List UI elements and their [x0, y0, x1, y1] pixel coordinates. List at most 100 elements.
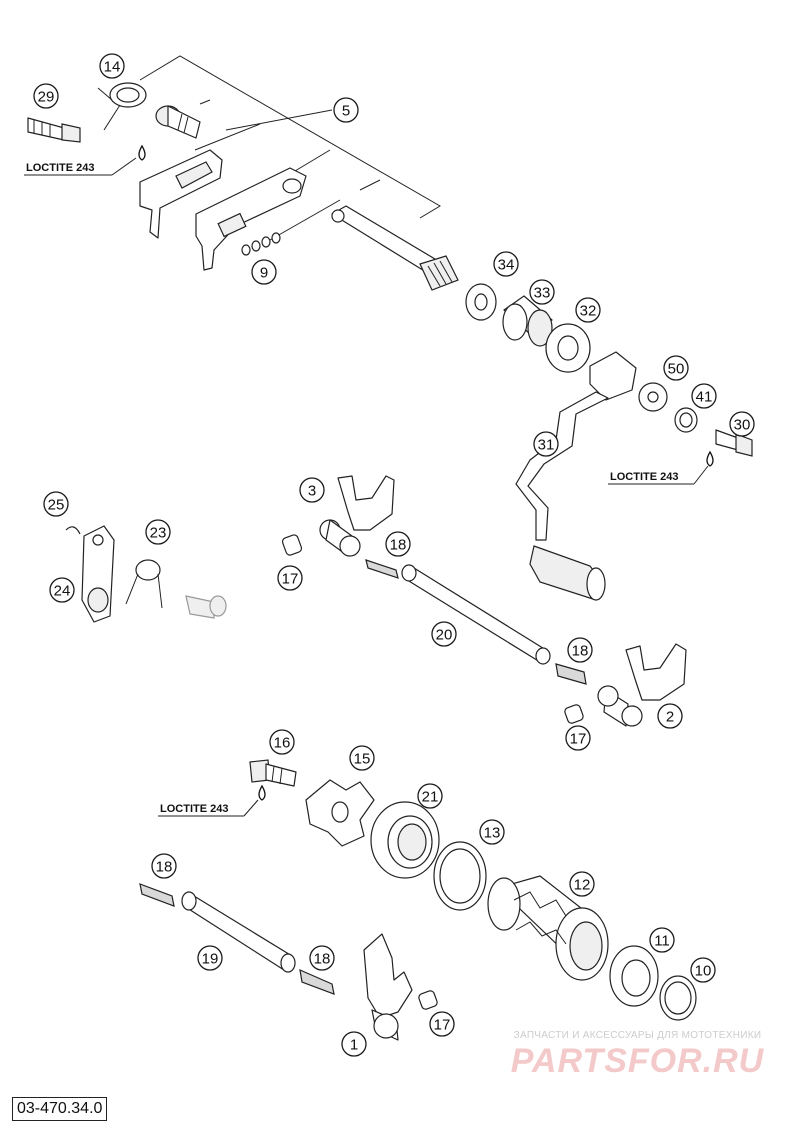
ball-bearing-21 — [370, 801, 440, 879]
torsion-spring-14 — [97, 82, 147, 131]
shift-lever-31 — [515, 351, 637, 601]
callout-31: 31 — [533, 431, 559, 457]
spring-23 — [125, 559, 163, 609]
oil-seal-32 — [545, 323, 591, 373]
watermark-tagline: ЗАПЧАСТИ И АКСЕССУАРЫ ДЛЯ МОТОТЕХНИКИ — [513, 1030, 762, 1041]
spring-18-a — [365, 559, 399, 579]
lock-washer-41 — [674, 407, 698, 433]
bolt-30 — [715, 429, 753, 457]
callout-number: 20 — [436, 627, 453, 644]
spring-18-c — [139, 883, 175, 907]
callout-29: 29 — [33, 83, 59, 109]
callout-number: 2 — [666, 709, 674, 726]
callout-9: 9 — [251, 259, 277, 285]
callout-number: 1 — [350, 1037, 358, 1054]
callout-15: 15 — [349, 745, 375, 771]
callout-5: 5 — [333, 97, 359, 123]
callout-number: 16 — [274, 735, 291, 752]
callout-18: 18 — [151, 853, 177, 879]
callout-number: 9 — [260, 265, 268, 282]
callout-30: 30 — [729, 411, 755, 437]
callout-number: 23 — [150, 525, 167, 542]
shift-drum-12 — [487, 875, 609, 981]
callout-number: 31 — [538, 437, 555, 454]
shift-fork-1 — [363, 933, 413, 1041]
fork-rail-19 — [181, 891, 296, 973]
callout-number: 14 — [104, 59, 121, 76]
callout-17: 17 — [277, 565, 303, 591]
spring-18-d — [299, 969, 335, 995]
shift-pawl-24 — [81, 525, 115, 623]
collar-bolt — [155, 105, 201, 139]
callout-32: 32 — [575, 297, 601, 323]
callout-21: 21 — [417, 783, 443, 809]
callout-number: 18 — [156, 859, 173, 876]
callout-number: 21 — [422, 789, 439, 806]
shift-shaft — [331, 205, 459, 291]
callout-10: 10 — [690, 957, 716, 983]
callout-13: 13 — [479, 819, 505, 845]
shift-shaft-group — [27, 55, 753, 601]
callout-number: 32 — [580, 303, 597, 320]
drawing-code: 03-470.34.0 — [12, 1097, 108, 1121]
needle-bearing-33 — [502, 295, 553, 347]
callout-number: 17 — [434, 1017, 451, 1034]
callout-number: 5 — [342, 103, 350, 120]
shift-fork-3 — [319, 475, 395, 557]
callout-number: 33 — [534, 285, 551, 302]
shift-fork-2 — [597, 643, 687, 727]
callout-number: 41 — [696, 389, 713, 406]
callout-33: 33 — [529, 279, 555, 305]
fork-rail-group — [65, 475, 687, 1010]
callout-number: 10 — [695, 963, 712, 980]
callout-11: 11 — [649, 927, 675, 953]
callout-24: 24 — [49, 577, 75, 603]
callout-number: 19 — [202, 951, 219, 968]
callout-number: 25 — [48, 497, 65, 514]
callout-25: 25 — [43, 491, 69, 517]
callout-number: 17 — [282, 571, 299, 588]
callout-number: 17 — [570, 731, 587, 748]
callout-12: 12 — [569, 871, 595, 897]
callout-number: 12 — [574, 877, 591, 894]
ball-bearing-11 — [609, 945, 659, 1007]
shift-lever-plate — [195, 167, 307, 271]
shift-plate — [139, 149, 223, 239]
washers-9 — [241, 232, 281, 256]
loctite-text-2: LOCTITE 243 — [610, 471, 678, 483]
callout-18: 18 — [309, 945, 335, 971]
callout-number: 18 — [314, 951, 331, 968]
callout-number: 50 — [668, 361, 685, 378]
callout-19: 19 — [197, 945, 223, 971]
shim-10 — [659, 975, 697, 1021]
callout-17: 17 — [565, 725, 591, 751]
loctite-label-2: LOCTITE 243 — [608, 450, 714, 485]
callout-number: 18 — [390, 537, 407, 554]
pin-17-c — [418, 990, 438, 1010]
loctite-text-3: LOCTITE 243 — [160, 803, 228, 815]
shift-drum-group — [181, 759, 697, 1041]
spring-18-b — [555, 663, 587, 685]
callout-20: 20 — [431, 621, 457, 647]
callout-number: 29 — [38, 89, 55, 106]
callout-1: 1 — [341, 1031, 367, 1057]
callout-number: 3 — [308, 483, 316, 500]
watermark: ЗАПЧАСТИ И АКСЕССУАРЫ ДЛЯ МОТОТЕХНИКИ PA… — [480, 1030, 795, 1081]
shift-star-15 — [305, 779, 375, 847]
callout-14: 14 — [99, 53, 125, 79]
pin-17-b — [564, 704, 584, 724]
watermark-brand: PARTSFOR.RU — [510, 1042, 765, 1080]
pin-17-a — [281, 534, 303, 556]
callout-17: 17 — [429, 1011, 455, 1037]
callout-41: 41 — [691, 383, 717, 409]
callout-number: 11 — [654, 933, 670, 950]
bolt-29 — [27, 117, 81, 143]
loctite-label-3: LOCTITE 243 — [158, 784, 266, 817]
callout-50: 50 — [663, 355, 689, 381]
pawl-bolt — [185, 595, 227, 619]
washer-34 — [465, 283, 497, 321]
callout-number: 24 — [54, 583, 71, 600]
callout-number: 30 — [734, 417, 751, 434]
callout-3: 3 — [299, 477, 325, 503]
